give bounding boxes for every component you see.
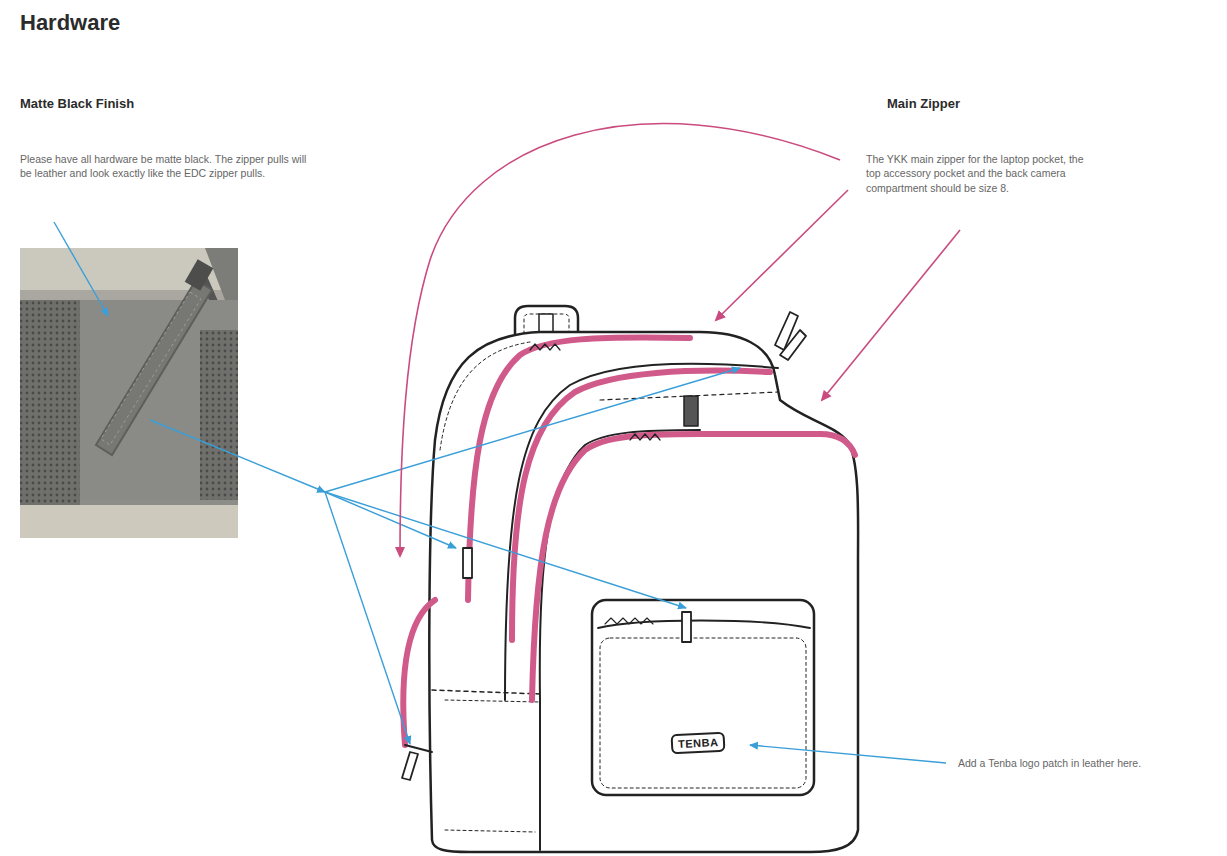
section-heading: Main Zipper xyxy=(887,96,1187,111)
note-text: Please have all hardware be matte black.… xyxy=(20,152,320,181)
blue-leaders xyxy=(54,222,946,763)
patch-text: TENBA xyxy=(678,736,719,750)
page-title: Hardware xyxy=(20,10,120,36)
logo-patch: TENBA xyxy=(671,732,726,755)
note-text: Add a Tenba logo patch in leather here. xyxy=(958,756,1218,770)
zipper-photo xyxy=(20,248,238,538)
backpack-sketch xyxy=(402,306,858,852)
section-heading: Matte Black Finish xyxy=(20,96,320,111)
note-text: The YKK main zipper for the laptop pocke… xyxy=(866,152,1092,195)
